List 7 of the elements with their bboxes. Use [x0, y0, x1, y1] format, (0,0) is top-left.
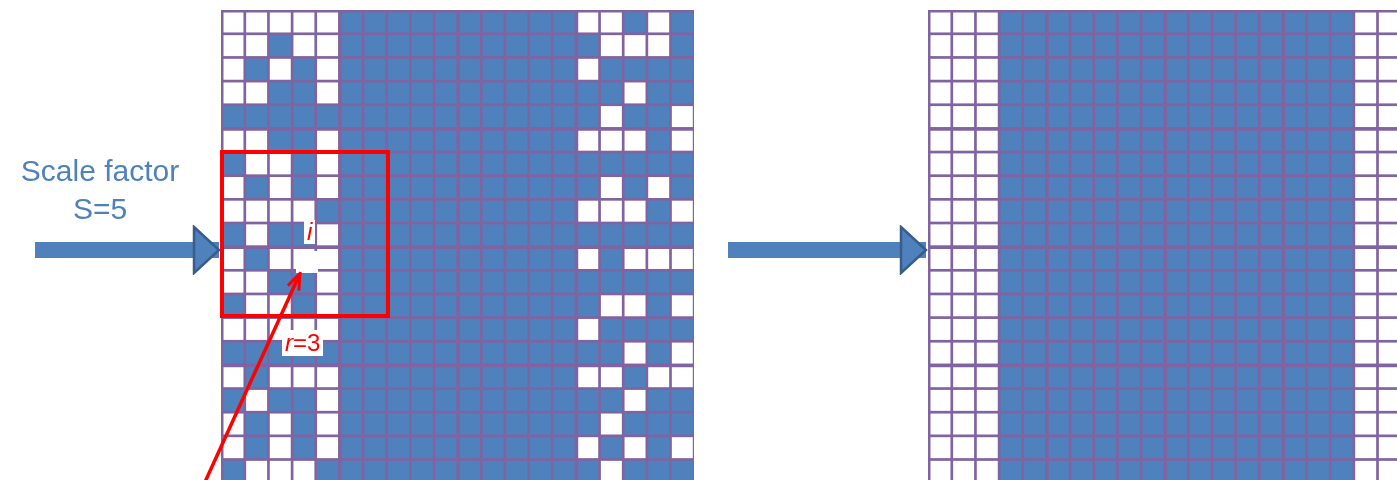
arrow [203, 272, 302, 480]
pixel-label: i [304, 220, 316, 244]
radius-label: r=3 [282, 330, 324, 356]
block-arrow [35, 225, 221, 275]
neighborhood-window [220, 150, 390, 318]
pixel-cell [296, 250, 318, 273]
block-arrow [728, 225, 928, 275]
